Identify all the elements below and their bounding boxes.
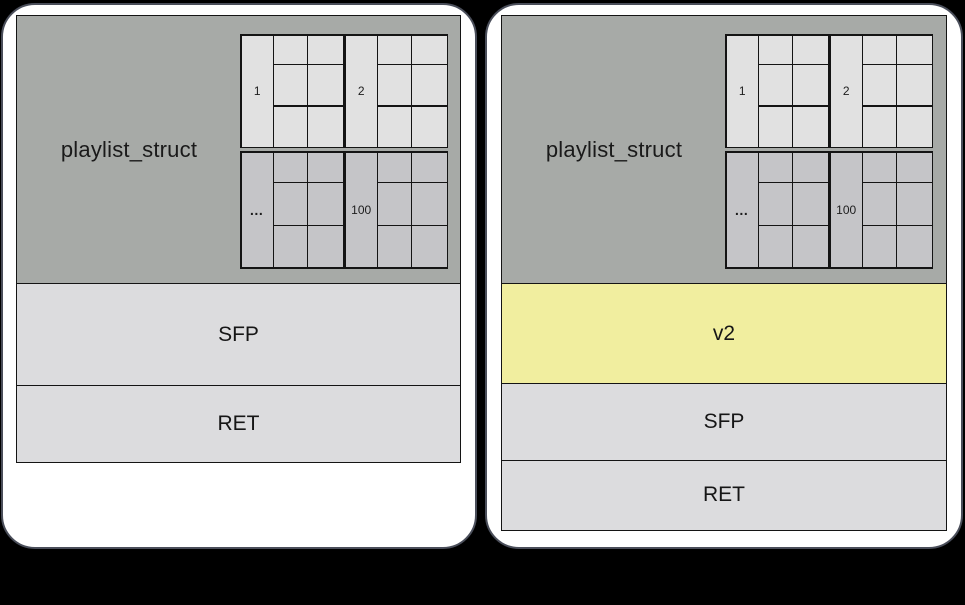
stack-box-sfp: SFP [501, 383, 947, 461]
grid-cell [378, 183, 411, 225]
grid-cell [378, 152, 411, 182]
entry-label-ellipsis: … [726, 152, 758, 268]
grid-cell [274, 152, 307, 182]
grid-cell [793, 152, 828, 182]
grid-cell [308, 35, 343, 64]
entry-subtable-ellipsis: … [240, 151, 344, 269]
grid-cell [793, 183, 828, 225]
grid-cell [378, 226, 411, 268]
grid-cell [412, 106, 447, 147]
entry-subtable-2: 2 [829, 34, 933, 148]
grid-cell [308, 183, 343, 225]
grid-cell [378, 65, 411, 106]
stack-box-ret: RET [501, 459, 947, 531]
grid-cell [793, 226, 828, 268]
playlist-struct-box: playlist_struct 1 2 [16, 15, 461, 284]
stack-before: SFP RET [16, 282, 461, 463]
struct-label: playlist_struct [545, 136, 683, 162]
grid-cell [897, 152, 932, 182]
grid-cell [863, 106, 896, 147]
entry-subtable-100: 100 [344, 151, 448, 269]
entry-label: 2 [830, 35, 862, 147]
grid-cell [759, 183, 792, 225]
grid-cell [412, 35, 447, 64]
grid-block-top: 1 2 [240, 34, 448, 148]
entry-label: 1 [241, 35, 273, 147]
grid-cell [759, 106, 792, 147]
grid-cell [759, 35, 792, 64]
entry-label: 2 [345, 35, 377, 147]
panel-after: playlist_struct 1 2 [485, 3, 963, 549]
grid-cell [274, 226, 307, 268]
grid-cell [308, 226, 343, 268]
grid-cell [793, 106, 828, 147]
grid-cell [897, 183, 932, 225]
grid-cell [897, 106, 932, 147]
grid-cell [897, 35, 932, 64]
grid-cell [759, 152, 792, 182]
entry-subtable-100: 100 [829, 151, 933, 269]
grid-cell [897, 226, 932, 268]
stack-box-v2-highlighted: v2 [501, 282, 947, 385]
grid-block-top: 1 2 [725, 34, 933, 148]
struct-label: playlist_struct [60, 136, 198, 162]
playlist-struct-box: playlist_struct 1 2 [501, 15, 947, 284]
grid-cell [308, 65, 343, 106]
grid-cell [863, 226, 896, 268]
grid-cell [274, 183, 307, 225]
grid-cell [412, 226, 447, 268]
grid-cell [759, 65, 792, 106]
entry-label-ellipsis: … [241, 152, 273, 268]
grid-cell [378, 106, 411, 147]
entries-grid: 1 2 [240, 34, 448, 269]
entries-grid: 1 2 [725, 34, 933, 269]
panel-after-content: playlist_struct 1 2 [501, 15, 947, 531]
grid-cell [412, 183, 447, 225]
grid-cell [274, 35, 307, 64]
grid-cell [308, 106, 343, 147]
grid-cell [274, 106, 307, 147]
panel-before: playlist_struct 1 2 [1, 3, 477, 549]
panel-before-content: playlist_struct 1 2 [16, 15, 461, 463]
entry-subtable-1: 1 [240, 34, 344, 148]
grid-cell [378, 35, 411, 64]
grid-cell [863, 152, 896, 182]
grid-cell [863, 65, 896, 106]
entry-subtable-1: 1 [725, 34, 829, 148]
entry-label: 1 [726, 35, 758, 147]
entry-label: 100 [830, 152, 862, 268]
entry-subtable-2: 2 [344, 34, 448, 148]
grid-cell [274, 65, 307, 106]
stack-box-ret: RET [16, 385, 461, 463]
grid-cell [863, 35, 896, 64]
grid-cell [793, 35, 828, 64]
grid-cell [308, 152, 343, 182]
entry-subtable-ellipsis: … [725, 151, 829, 269]
stack-after: v2 SFP RET [501, 282, 947, 531]
grid-cell [759, 226, 792, 268]
grid-cell [897, 65, 932, 106]
stack-box-sfp: SFP [16, 282, 461, 387]
grid-cell [412, 65, 447, 106]
grid-cell [793, 65, 828, 106]
grid-block-bottom: … 100 [240, 151, 448, 269]
grid-cell [863, 183, 896, 225]
grid-cell [412, 152, 447, 182]
grid-block-bottom: … 100 [725, 151, 933, 269]
entry-label: 100 [345, 152, 377, 268]
